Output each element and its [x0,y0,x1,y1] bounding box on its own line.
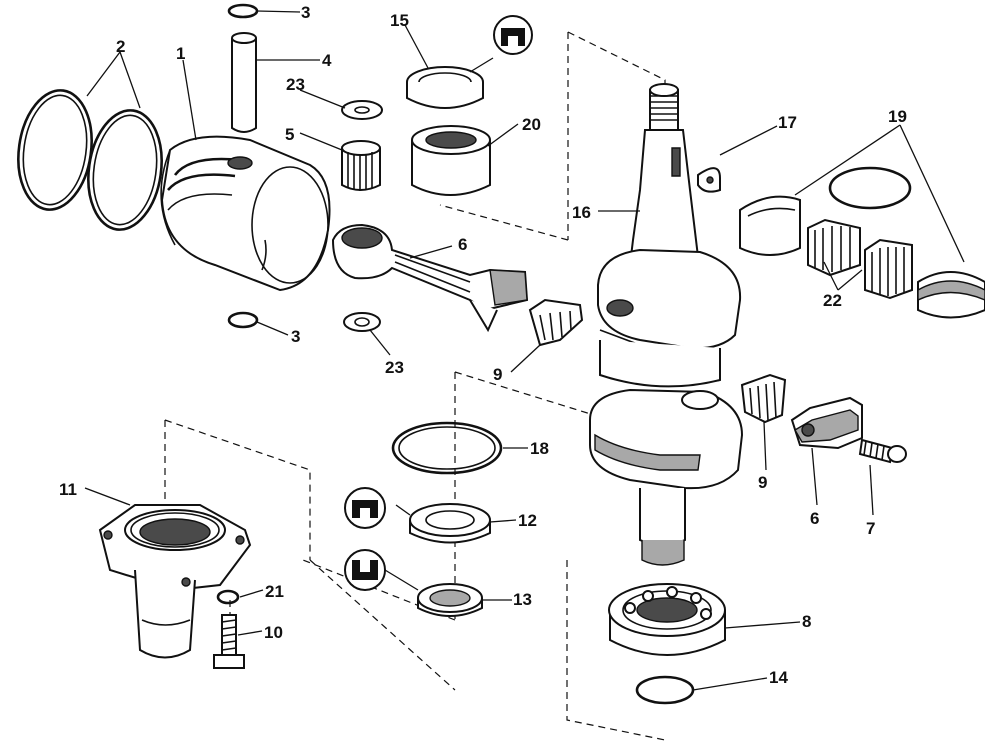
callout-11: 11 [59,480,77,499]
center-bearing-retainer-ring [828,166,912,210]
callout-6-rod: 6 [458,235,467,254]
retaining-ring-bottom [227,311,259,329]
callout-9-upper: 9 [493,365,502,384]
rod-cap-screw [858,438,907,464]
lower-seal-inner [417,583,483,617]
rod-needle-bearing-upper [528,298,584,347]
callout-10: 10 [264,623,283,642]
callout-22: 22 [823,291,842,310]
callout-6-cap: 6 [810,509,819,528]
thrust-washer-bottom [343,312,381,332]
retaining-ring-top [227,3,259,19]
callout-3-top: 3 [301,3,310,22]
wrist-pin [231,32,257,133]
callout-14: 14 [769,668,788,687]
callout-2: 2 [116,37,125,56]
piston-rings [17,89,163,231]
lower-bearing-housing [98,504,252,659]
housing-screw [213,614,245,669]
piston-ring-right [87,109,163,231]
lip-seal-symbol-icon [344,487,386,529]
lower-ball-bearing [608,583,726,656]
crankshaft [589,83,744,566]
callout-18: 18 [530,439,549,458]
housing-lock-washer [216,589,240,605]
callout-23-top: 23 [286,75,305,94]
callout-12: 12 [518,511,537,530]
callout-16: 16 [572,203,591,222]
upper-roller-bearing [411,125,491,196]
callout-8: 8 [802,612,811,631]
thrust-washer-top [341,100,383,120]
callout-19: 19 [888,107,907,126]
lip-seal-symbol-icon [344,549,386,591]
lip-seal-symbol-icon [493,15,533,55]
connecting-rod-cap [790,396,863,450]
center-needle-bearing-halves [807,218,913,300]
callout-13: 13 [513,590,532,609]
wrist-pin-needle-bearing [341,140,381,191]
callout-23-bottom: 23 [385,358,404,377]
woodruff-key [697,167,721,193]
leader-lines [84,10,965,691]
rod-needle-bearing-lower [740,373,787,424]
callout-17: 17 [778,113,797,132]
lower-assembly-outline [164,371,666,741]
callout-3-bottom: 3 [291,327,300,346]
callout-20: 20 [522,115,541,134]
lower-retaining-ring [635,675,695,705]
piston-ring-left [17,89,93,211]
callout-5: 5 [285,125,294,144]
callout-9-lower: 9 [758,473,767,492]
callout-21: 21 [265,582,284,601]
callout-4: 4 [322,51,332,70]
center-bearing-race-left [739,195,801,256]
upper-crankshaft-seal [406,66,484,109]
center-bearing-race-right [917,271,985,319]
callout-15: 15 [390,11,409,30]
connecting-rod [331,223,529,333]
o-ring [391,421,503,475]
callout-labels: 1 2 3 4 23 5 3 23 6 15 20 16 17 19 22 9 … [59,3,907,687]
lower-seal-outer [409,503,491,544]
callout-1: 1 [176,44,185,63]
piston [160,135,331,292]
callout-7: 7 [866,519,875,538]
